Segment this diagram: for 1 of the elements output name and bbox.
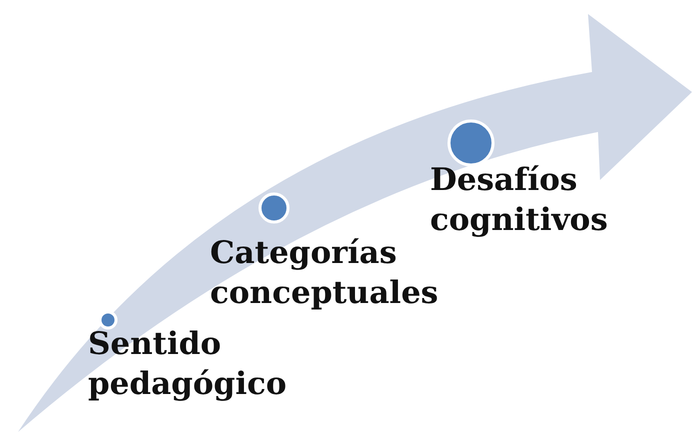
stage-label: Sentido pedagógico bbox=[88, 325, 288, 404]
